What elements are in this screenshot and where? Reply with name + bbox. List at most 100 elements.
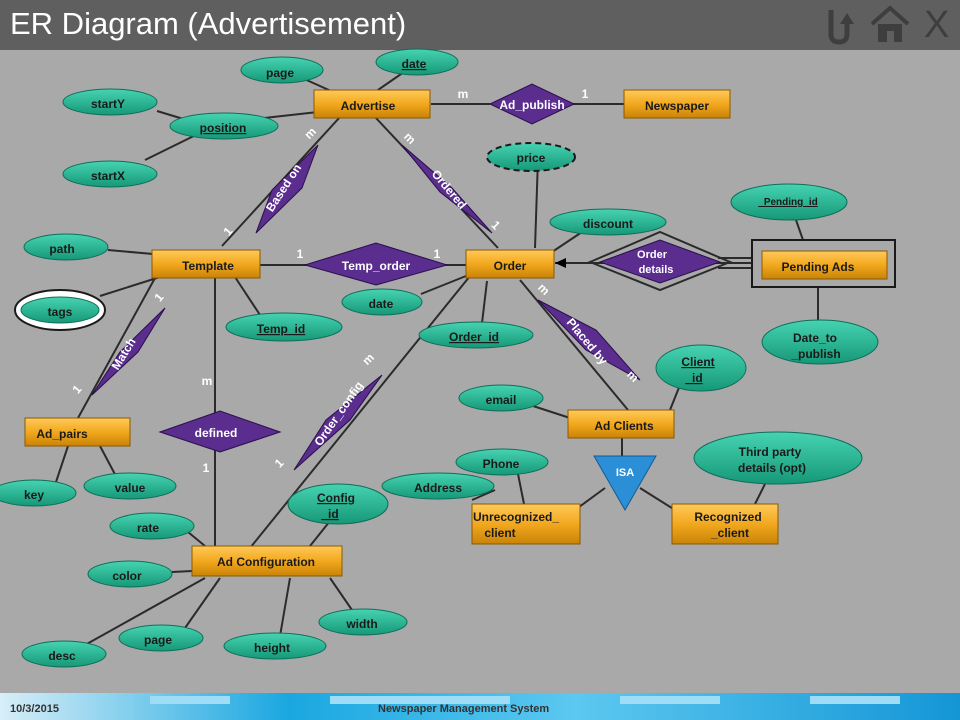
attr-client-id-label-1: Client [681, 355, 714, 369]
attr-page-top [240, 56, 324, 84]
attr-color [87, 560, 173, 588]
card-defined-config: 1 [203, 461, 210, 475]
attr-price [486, 142, 576, 172]
attr-temp-id-label: Temp_id [257, 322, 305, 336]
attr-rate-label: rate [137, 521, 159, 535]
attr-startY-label: startY [91, 97, 125, 111]
attr-config-id [287, 483, 389, 525]
attr-startY [62, 88, 158, 116]
card-adv-ordered: m [401, 129, 418, 146]
home-button[interactable] [866, 0, 914, 50]
attr-date-to-publish-label-2: _publish [790, 347, 840, 361]
attr-page-bottom [118, 624, 204, 652]
attr-value [83, 472, 177, 500]
attr-third-party-label-1: Third party [739, 445, 802, 459]
ad-clients-label: Ad Clients [594, 419, 654, 433]
attr-config-id-label-2: _id [320, 507, 338, 521]
card-match-adpairs: 1 [69, 382, 84, 396]
entity-pending-ads: Pending Ads [751, 239, 896, 288]
attr-desc [21, 640, 107, 668]
attr-date-mid [341, 288, 423, 316]
card-adv-adpublish: m [458, 87, 469, 101]
relationship-ad-publish: Ad_publish [488, 83, 576, 125]
advertise-label: Advertise [341, 99, 396, 113]
ad-configuration-label: Ad Configuration [217, 555, 315, 569]
attr-price-label: price [517, 151, 546, 165]
attr-height [223, 632, 327, 660]
card-template-match: 1 [151, 290, 166, 304]
card-temporder-order: 1 [434, 247, 441, 261]
recognized-client-label-2: _client [710, 526, 749, 540]
footer-caption: Newspaper Management System [378, 703, 550, 715]
page-title: ER Diagram (Advertisement) [10, 6, 407, 41]
attr-client-id [655, 344, 747, 392]
entity-ad-pairs: Ad_pairs [24, 417, 131, 447]
footer-decoration [620, 696, 720, 704]
relationship-based-on: Based on [255, 144, 319, 234]
home-icon [870, 5, 910, 42]
attr-value-label: value [115, 481, 146, 495]
arrow-head [555, 258, 566, 268]
temp-order-label: Temp_order [342, 259, 411, 273]
attr-temp-id [225, 312, 343, 342]
relationship-match: Match [91, 307, 166, 396]
attr-tags-label: tags [48, 305, 73, 319]
attr-pending-id-label: _Pending_id [757, 197, 817, 208]
unrecognized-client-label-1: Unrecognized_ [473, 510, 559, 524]
attr-date-to-publish [761, 319, 879, 365]
return-arrow-icon [828, 10, 854, 45]
attr-color-label: color [112, 569, 142, 583]
close-button[interactable]: X [914, 0, 960, 50]
attr-tags [20, 296, 100, 324]
entity-recognized-client: Recognized _client [671, 503, 779, 545]
attr-key [0, 479, 77, 507]
attr-width [318, 608, 408, 636]
back-button[interactable] [815, 0, 863, 50]
attr-key-label: key [24, 488, 44, 502]
attr-date-top [375, 48, 459, 76]
newspaper-label: Newspaper [645, 99, 709, 113]
attr-path [23, 233, 109, 261]
attr-date-top-label: date [402, 57, 427, 71]
card-basedon-template: 1 [220, 224, 235, 238]
card-order-placedby: m [535, 280, 552, 297]
attr-email [458, 384, 544, 412]
attr-phone [455, 448, 549, 476]
card-adv-basedon: m [301, 124, 318, 141]
isa-triangle: ISA [593, 455, 657, 512]
entity-advertise: Advertise [313, 89, 431, 119]
attr-discount [549, 208, 667, 236]
order-details-label-1: Order [637, 249, 668, 261]
card-orderconfig-config: 1 [272, 456, 287, 471]
footer-bar: 10/3/2015 Newspaper Management System [0, 693, 960, 720]
pending-ads-label: Pending Ads [782, 260, 855, 274]
attr-date-to-publish-label-1: Date_to [793, 331, 837, 345]
attr-config-id-label-1: Config [317, 491, 355, 505]
footer-date: 10/3/2015 [10, 703, 59, 715]
attr-height-label: height [254, 641, 290, 655]
attr-startX [62, 160, 158, 188]
template-label: Template [182, 259, 234, 273]
attr-page-bottom-label: page [144, 633, 172, 647]
relationship-order-details: Order details [587, 230, 733, 292]
ad-pairs-label: Ad_pairs [36, 427, 88, 441]
card-template-defined: m [202, 374, 213, 388]
relationship-temp-order: Temp_order [303, 242, 449, 286]
attr-client-id-label-2: _id [684, 371, 702, 385]
unrecognized-client-label-2: client [484, 526, 515, 540]
ordered-label: Ordered [429, 167, 470, 212]
card-template-temporder: 1 [297, 247, 304, 261]
close-icon: X [924, 4, 950, 46]
attr-startX-label: startX [91, 169, 125, 183]
relationship-defined: defined [158, 410, 282, 453]
attr-order-id-label: Order_id [449, 330, 499, 344]
attr-path-label: path [49, 242, 74, 256]
card-ordered-order: 1 [489, 218, 504, 233]
attr-order-id [418, 321, 534, 349]
attr-third-party-label-2: details (opt) [738, 461, 806, 475]
entity-unrecognized-client: Unrecognized_ client [471, 503, 581, 545]
card-adpublish-newspaper: 1 [582, 87, 589, 101]
attr-discount-label: discount [583, 217, 633, 231]
attr-position-label: position [200, 121, 247, 135]
